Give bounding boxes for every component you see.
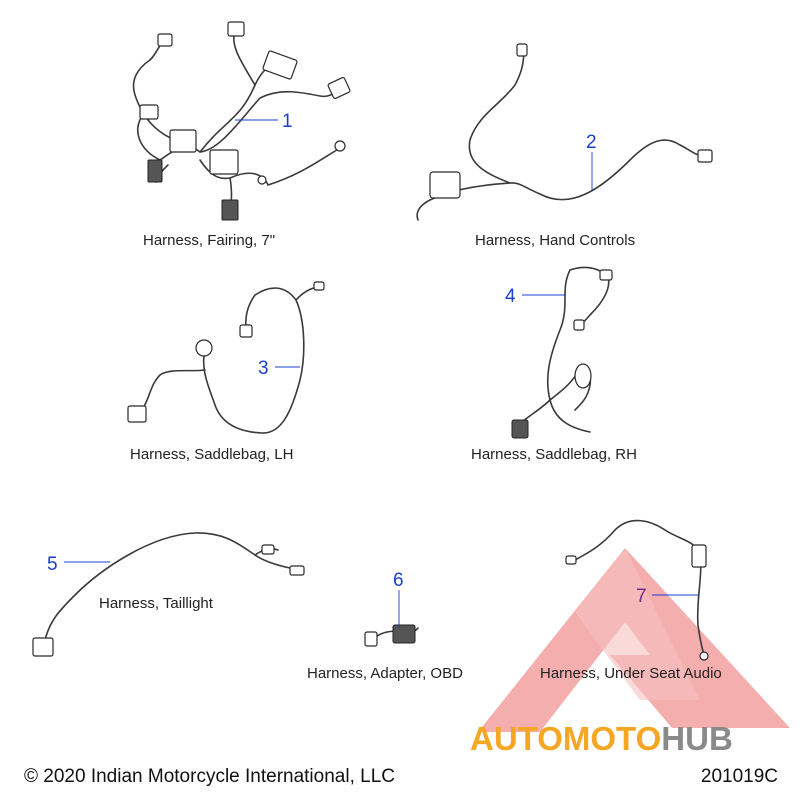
fairing-connector-main <box>169 129 197 153</box>
callouts: 1 2 3 4 5 6 7 <box>47 111 647 607</box>
taillight-connector <box>32 637 54 657</box>
caption-harness-fairing: Harness, Fairing, 7" <box>143 232 275 249</box>
harness-taillight-drawing <box>32 532 305 657</box>
caption-harness-under-seat-audio: Harness, Under Seat Audio <box>540 665 722 682</box>
captions: Harness, Fairing, 7" Harness, Hand Contr… <box>99 232 722 682</box>
drawing-number: 201019C <box>701 766 778 787</box>
copyright-text: © 2020 Indian Motorcycle International, … <box>24 766 395 787</box>
watermark-text-orange: AUTOMOTO <box>470 720 661 757</box>
callout-2: 2 <box>586 132 597 153</box>
watermark-triangle <box>478 548 790 732</box>
callout-4: 4 <box>505 286 516 307</box>
watermark-text-gray: HUB <box>661 720 733 757</box>
leader-lines <box>64 119 698 628</box>
callout-6: 6 <box>393 570 404 591</box>
hand-controls-switch-block <box>429 171 461 199</box>
caption-harness-hand-controls: Harness, Hand Controls <box>475 232 635 249</box>
watermark <box>478 548 790 732</box>
watermark-logo-text: AUTOMOTOHUB <box>470 720 733 757</box>
harness-adapter-obd-drawing <box>364 624 419 647</box>
caption-harness-saddlebag-lh: Harness, Saddlebag, LH <box>130 446 293 463</box>
callout-5: 5 <box>47 554 58 575</box>
saddlebag-rh-grommet <box>574 363 592 389</box>
caption-harness-taillight: Harness, Taillight <box>99 595 214 612</box>
saddlebag-lh-grommet <box>195 339 213 357</box>
harness-fairing-drawing <box>132 21 351 221</box>
callout-7: 7 <box>636 586 647 607</box>
callout-3: 3 <box>258 358 269 379</box>
audio-connector <box>691 544 707 568</box>
caption-harness-saddlebag-rh: Harness, Saddlebag, RH <box>471 446 637 463</box>
svg-text:AUTOMOTOHUB: AUTOMOTOHUB <box>470 720 733 757</box>
harness-hand-controls-drawing <box>416 43 713 221</box>
harness-saddlebag-rh-drawing <box>511 266 613 439</box>
callout-1: 1 <box>282 111 293 132</box>
caption-harness-adapter-obd: Harness, Adapter, OBD <box>307 665 463 682</box>
harness-under-seat-audio-drawing <box>565 519 709 661</box>
obd-connector <box>392 624 416 644</box>
harness-saddlebag-lh-drawing <box>127 281 325 434</box>
